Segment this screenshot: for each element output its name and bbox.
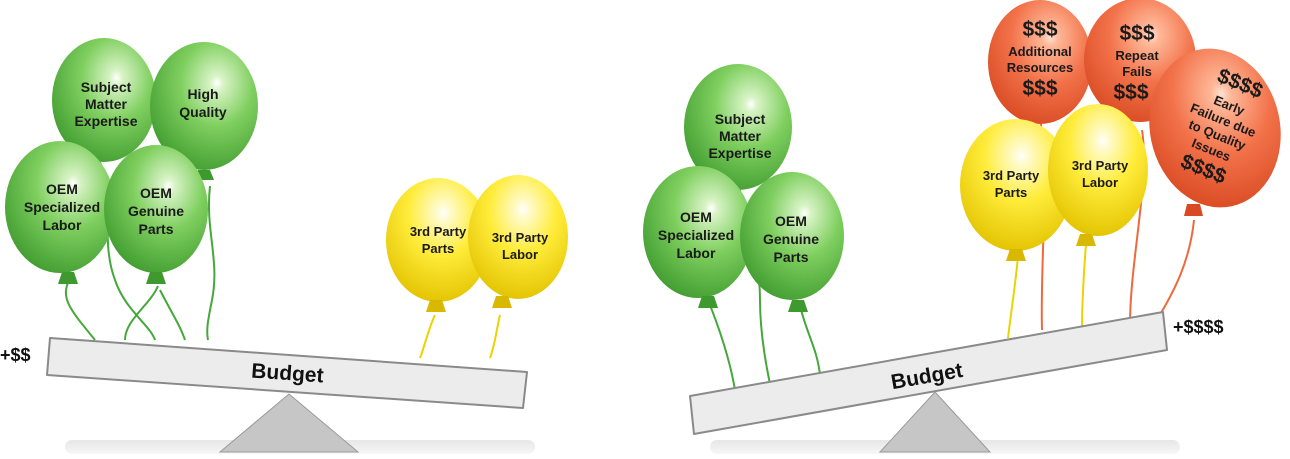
right-budget-plank: Budget xyxy=(689,311,1168,435)
left-fulcrum xyxy=(218,393,360,453)
left-cost-label: +$$ xyxy=(0,345,31,365)
right-yellow-strings xyxy=(1007,243,1087,339)
balloon-early-failure: $$$$EarlyFailure dueto QualityIssues$$$$ xyxy=(1149,48,1281,216)
svg-text:Budget: Budget xyxy=(251,360,325,388)
left-yellow-strings xyxy=(419,314,501,359)
left-budget-plank: Budget xyxy=(46,337,528,409)
right-cost-label: +$$$$ xyxy=(1173,317,1224,337)
right-fulcrum xyxy=(878,391,992,453)
